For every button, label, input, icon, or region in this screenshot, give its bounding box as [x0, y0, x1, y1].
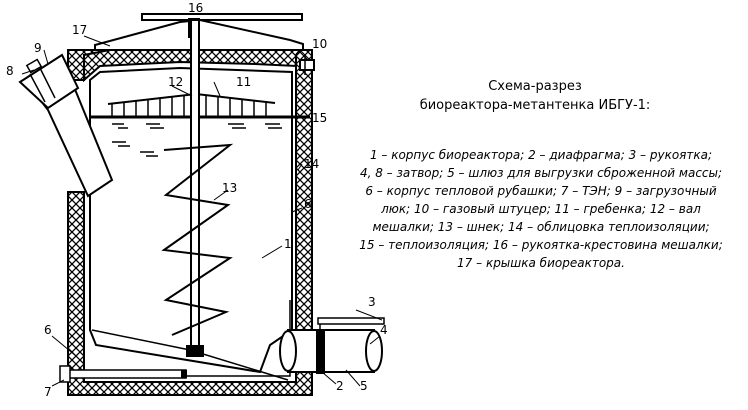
auger [161, 143, 234, 336]
label-3: 3 [368, 295, 376, 309]
label-7: 7 [44, 385, 52, 399]
label-11: 11 [236, 75, 251, 89]
legend-line: 17 – крышка биореактора. [457, 256, 625, 270]
label-2: 2 [336, 379, 344, 393]
title-line-2: биореактора-метантенка ИБГУ-1: [419, 98, 651, 113]
legend-line: 1 – корпус биореактора; 2 – диафрагма; 3… [369, 148, 713, 162]
legend-line: люк; 10 – газовый штуцер; 11 – гребенка;… [381, 202, 701, 216]
legend-line: 4, 8 – затвор; 5 – шлюз для выгрузки сбр… [359, 166, 723, 180]
legend: 1 – корпус биореактора; 2 – диафрагма; 3… [336, 146, 746, 272]
label-4: 4 [380, 323, 388, 337]
label-14: 14 [304, 157, 319, 171]
label-6-right: 6 [304, 197, 312, 211]
legend-line: мешалки; 13 – шнек; 14 – облицовка тепло… [372, 220, 710, 234]
label-6-left: 6 [44, 323, 52, 337]
label-9: 9 [34, 41, 42, 55]
discharge-lock [287, 329, 375, 373]
label-17: 17 [72, 23, 87, 37]
title-line-1: Схема-разрез [488, 79, 582, 94]
label-5: 5 [360, 379, 368, 393]
diaphragm [316, 330, 325, 374]
label-12: 12 [168, 75, 183, 89]
label-1: 1 [284, 237, 292, 251]
legend-line: 6 – корпус тепловой рубашки; 7 – ТЭН; 9 … [365, 184, 717, 198]
legend-line: 15 – теплоизоляция; 16 – рукоятка-кресто… [359, 238, 723, 252]
label-8: 8 [6, 64, 14, 78]
diagram-title: Схема-разрез биореактора-метантенка ИБГУ… [330, 78, 740, 116]
label-16: 16 [188, 1, 203, 15]
mixer-cross-handle [141, 13, 303, 21]
label-13: 13 [222, 181, 237, 195]
label-15: 15 [312, 111, 327, 125]
label-10: 10 [312, 37, 327, 51]
gas-fitting [299, 59, 315, 71]
mixer-shaft [190, 19, 200, 351]
heater-tube [61, 369, 187, 379]
